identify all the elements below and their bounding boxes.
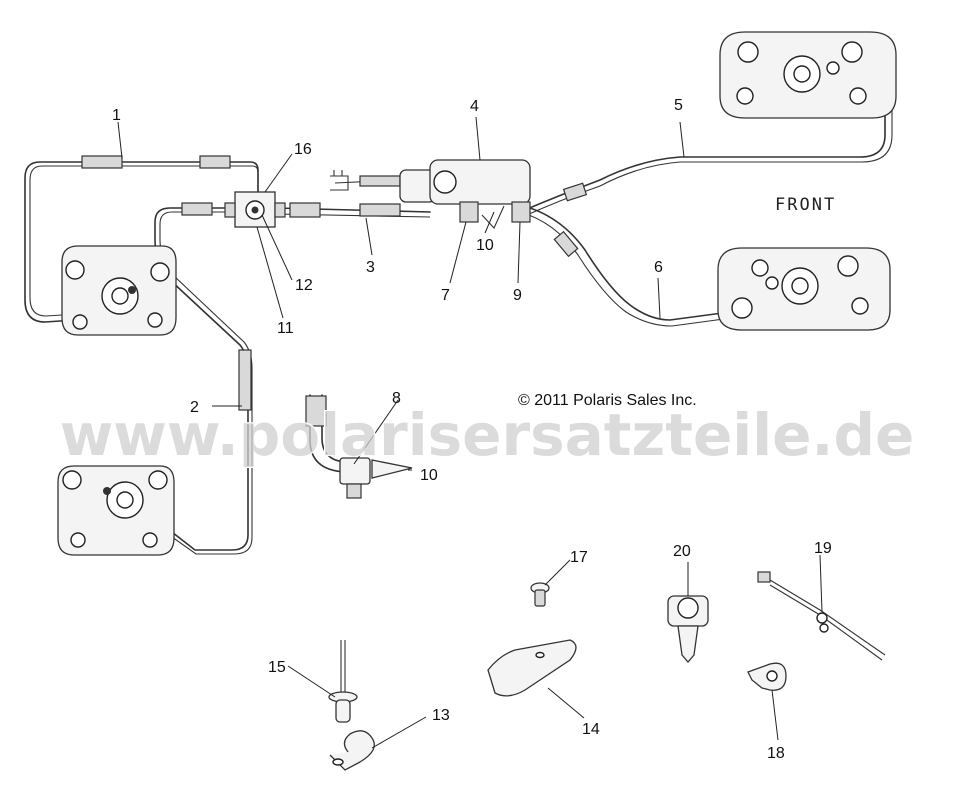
callout-2: 2 (190, 399, 199, 416)
callout-7: 7 (441, 287, 450, 304)
banjo-fitting-detail (305, 394, 413, 499)
callout-8: 8 (392, 390, 401, 407)
callout-16: 16 (294, 141, 312, 158)
brake-line-6 (519, 204, 771, 321)
line-3-fitting (289, 202, 321, 218)
leader-lines (117, 116, 823, 749)
callout-20: 20 (673, 543, 691, 560)
caliper-rear-upper (61, 245, 177, 336)
grommet-20 (667, 595, 709, 663)
cable-tie-19 (757, 571, 886, 661)
brake-line-1 (24, 161, 259, 323)
line-6-fitting (553, 230, 579, 258)
callout-12: 12 (295, 277, 313, 294)
callout-5: 5 (674, 97, 683, 114)
brake-line-2 (149, 207, 249, 551)
callout-9: 9 (513, 287, 522, 304)
callout-17: 17 (570, 549, 588, 566)
callout-18: 18 (767, 745, 785, 762)
p-clamp-13 (329, 730, 375, 771)
line-5-fitting (562, 182, 588, 202)
callout-19: 19 (814, 540, 832, 557)
callout-15: 15 (268, 659, 286, 676)
callout-3: 3 (366, 259, 375, 276)
rivet-part (328, 640, 358, 723)
line-1-fitting (199, 155, 231, 169)
line-1-sleeve (81, 155, 123, 169)
caliper-rear-lower (57, 465, 175, 556)
master-cylinder (330, 159, 531, 229)
callout-6: 6 (654, 259, 663, 276)
callout-10-detail: 10 (420, 467, 438, 484)
line-3-sleeve (359, 203, 401, 217)
callout-10-top: 10 (476, 237, 494, 254)
clamp-18 (747, 662, 787, 691)
caliper-front-upper (719, 31, 897, 119)
callout-14: 14 (582, 721, 600, 738)
distribution-block (224, 191, 286, 228)
screw-17 (530, 582, 550, 607)
line-2-fitting (181, 202, 213, 216)
callout-1: 1 (112, 107, 121, 124)
copyright-text: © 2011 Polaris Sales Inc. (518, 392, 697, 409)
caliper-front-lower (717, 247, 891, 331)
line-2-sleeve (238, 349, 252, 411)
callout-13: 13 (432, 707, 450, 724)
clip-14 (487, 639, 577, 697)
watermark: www.polarisersatzteile.de (60, 401, 915, 469)
callout-11: 11 (277, 320, 294, 337)
front-label: FRONT (775, 195, 836, 215)
callout-4: 4 (470, 98, 479, 115)
